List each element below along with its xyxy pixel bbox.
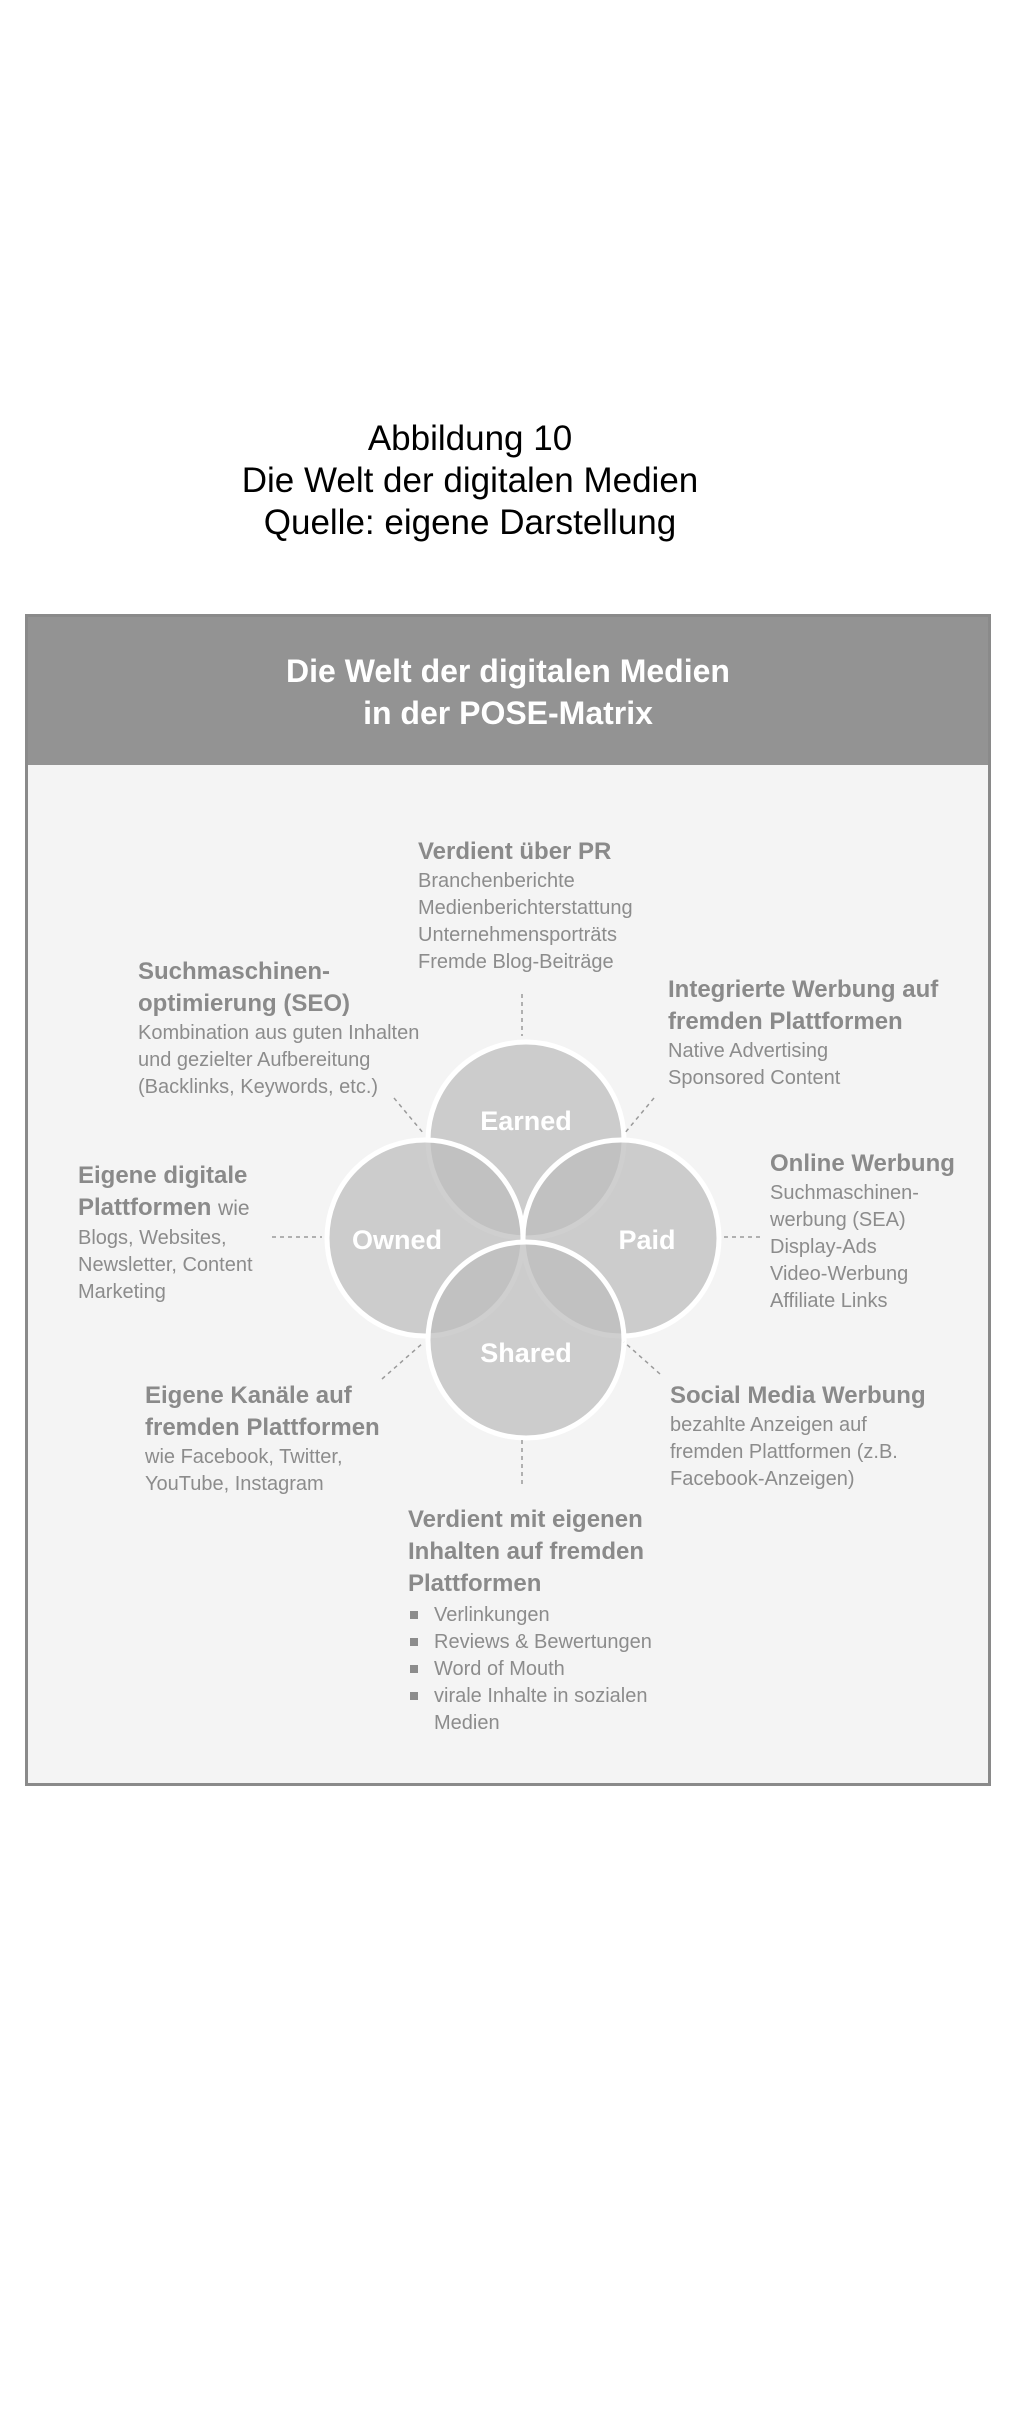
- block-line: Sponsored Content: [668, 1067, 841, 1089]
- caption-figure-number: Abbildung 10: [367, 419, 573, 458]
- list-item: virale Inhalte in sozialen: [408, 1683, 652, 1710]
- block-line: fremden Plattformen (z.B.: [670, 1441, 898, 1463]
- block-earned-own-content: Verdient mit eigenen Inhalten auf fremde…: [408, 1504, 652, 1737]
- block-line: bezahlte Anzeigen auf: [670, 1414, 867, 1436]
- connector-social: [623, 1341, 661, 1375]
- earned-label: Earned: [480, 1106, 572, 1136]
- list-item: Reviews & Bewertungen: [408, 1629, 652, 1656]
- block-native-advertising: Integrierte Werbung auf fremden Plattfor…: [668, 974, 938, 1092]
- diagram-header: Die Welt der digitalen Medien in der POS…: [28, 617, 988, 765]
- block-line: Newsletter, Content: [78, 1254, 253, 1276]
- block-title: Verdient mit eigenen: [408, 1506, 643, 1533]
- block-own-channels: Eigene Kanäle auf fremden Plattformen wi…: [145, 1380, 380, 1498]
- block-title: Plattformen: [408, 1570, 542, 1597]
- block-line: Video-Werbung: [770, 1263, 909, 1285]
- block-social-media-ads: Social Media Werbung bezahlte Anzeigen a…: [670, 1380, 926, 1493]
- block-line: Branchenberichte: [418, 870, 575, 892]
- block-line: Unternehmensporträts: [418, 924, 617, 946]
- block-line: Marketing: [78, 1281, 166, 1303]
- block-title: Eigene digitale: [78, 1162, 248, 1189]
- block-title: optimierung (SEO): [138, 990, 350, 1017]
- block-seo: Suchmaschinen- optimierung (SEO) Kombina…: [138, 956, 419, 1101]
- block-line: (Backlinks, Keywords, etc.): [138, 1076, 379, 1098]
- caption-source: Quelle: eigene Darstellung: [263, 503, 677, 542]
- block-title: Online Werbung: [770, 1150, 955, 1177]
- list-item: Word of Mouth: [408, 1656, 652, 1683]
- block-line: Fremde Blog-Beiträge: [418, 951, 614, 973]
- figure-caption: Abbildung 10 Die Welt der digitalen Medi…: [0, 418, 940, 544]
- diagram-frame: Die Welt der digitalen Medien in der POS…: [25, 614, 991, 1786]
- connector-seo: [393, 1097, 425, 1135]
- block-line: Affiliate Links: [770, 1290, 888, 1312]
- block-line: Native Advertising: [668, 1040, 829, 1062]
- block-line: und gezielter Aufbereitung: [138, 1049, 371, 1071]
- block-line: Suchmaschinen-: [770, 1182, 919, 1204]
- block-title: Social Media Werbung: [670, 1382, 926, 1409]
- block-title: Eigene Kanäle auf: [145, 1382, 352, 1409]
- block-line: Blogs, Websites,: [78, 1227, 227, 1249]
- connector-channels: [381, 1341, 425, 1380]
- block-title: Verdient über PR: [418, 838, 612, 865]
- block-title: Plattformen: [78, 1194, 212, 1221]
- shared-circle: [425, 1239, 627, 1441]
- block-title: Suchmaschinen-: [138, 958, 331, 985]
- owned-label: Owned: [352, 1225, 442, 1255]
- block-online-advertising: Online Werbung Suchmaschinen- werbung (S…: [770, 1148, 955, 1315]
- list-item: Verlinkungen: [408, 1602, 652, 1629]
- block-line: Medienberichterstattung: [418, 897, 633, 919]
- block-line: wie Facebook, Twitter,: [145, 1446, 343, 1468]
- block-title: Integrierte Werbung auf: [668, 976, 939, 1003]
- block-line: Display-Ads: [770, 1236, 877, 1258]
- diagram-title-line2: in der POSE-Matrix: [363, 695, 653, 731]
- block-title-row: Plattformen wie: [78, 1192, 253, 1225]
- paid-label: Paid: [618, 1225, 675, 1255]
- block-line: werbung (SEA): [770, 1209, 906, 1231]
- block-line: YouTube, Instagram: [145, 1473, 324, 1495]
- diagram-title-line1: Die Welt der digitalen Medien: [286, 653, 730, 689]
- list-item-continuation: Medien: [434, 1712, 500, 1734]
- block-title-suffix: wie: [218, 1197, 250, 1220]
- block-line: Kombination aus guten Inhalten: [138, 1022, 420, 1044]
- bullet-list: Verlinkungen Reviews & Bewertungen Word …: [408, 1602, 652, 1710]
- block-title: Inhalten auf fremden: [408, 1538, 645, 1565]
- block-title: fremden Plattformen: [668, 1008, 903, 1035]
- connector-native: [623, 1097, 655, 1135]
- caption-title: Die Welt der digitalen Medien: [241, 461, 699, 500]
- block-earned-pr: Verdient über PR Branchenberichte Medien…: [418, 836, 633, 976]
- block-owned-platforms: Eigene digitale Plattformen wie Blogs, W…: [78, 1160, 253, 1306]
- block-title: fremden Plattformen: [145, 1414, 380, 1441]
- block-line: Facebook-Anzeigen): [670, 1468, 855, 1490]
- shared-label: Shared: [480, 1338, 572, 1368]
